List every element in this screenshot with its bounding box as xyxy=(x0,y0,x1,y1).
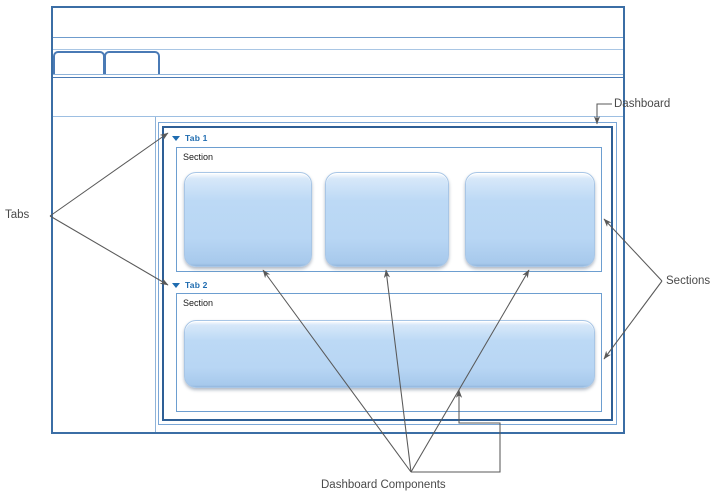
caret-down-icon xyxy=(172,282,180,288)
section-1-label: Section xyxy=(183,152,214,162)
dashboard-component-2[interactable] xyxy=(325,172,449,267)
dashboard-component-3[interactable] xyxy=(465,172,595,267)
annotation-label-dashboard: Dashboard xyxy=(614,98,671,110)
content-area-divider xyxy=(53,116,623,117)
caret-down-icon xyxy=(172,135,180,141)
dashboard-tab-1[interactable]: Tab 1 xyxy=(172,133,208,143)
annotation-label-components: Dashboard Components xyxy=(321,479,446,491)
window-menu-bar xyxy=(53,38,623,50)
toolbar-divider xyxy=(53,77,623,78)
section-2-label: Section xyxy=(183,298,214,308)
dashboard-component-4[interactable] xyxy=(184,320,595,388)
annotation-label-tabs: Tabs xyxy=(5,209,30,221)
window-title-bar xyxy=(53,8,623,38)
tab-strip-divider xyxy=(53,74,623,75)
chrome-tab-2[interactable] xyxy=(104,51,160,75)
dashboard-tab-2[interactable]: Tab 2 xyxy=(172,280,208,290)
chrome-tab-1[interactable] xyxy=(53,51,105,75)
dashboard-tab-1-label: Tab 1 xyxy=(185,133,208,143)
dashboard-tab-2-label: Tab 2 xyxy=(185,280,208,290)
dashboard-component-1[interactable] xyxy=(184,172,312,267)
sidebar-divider xyxy=(155,117,156,432)
annotation-label-sections: Sections xyxy=(666,275,711,287)
